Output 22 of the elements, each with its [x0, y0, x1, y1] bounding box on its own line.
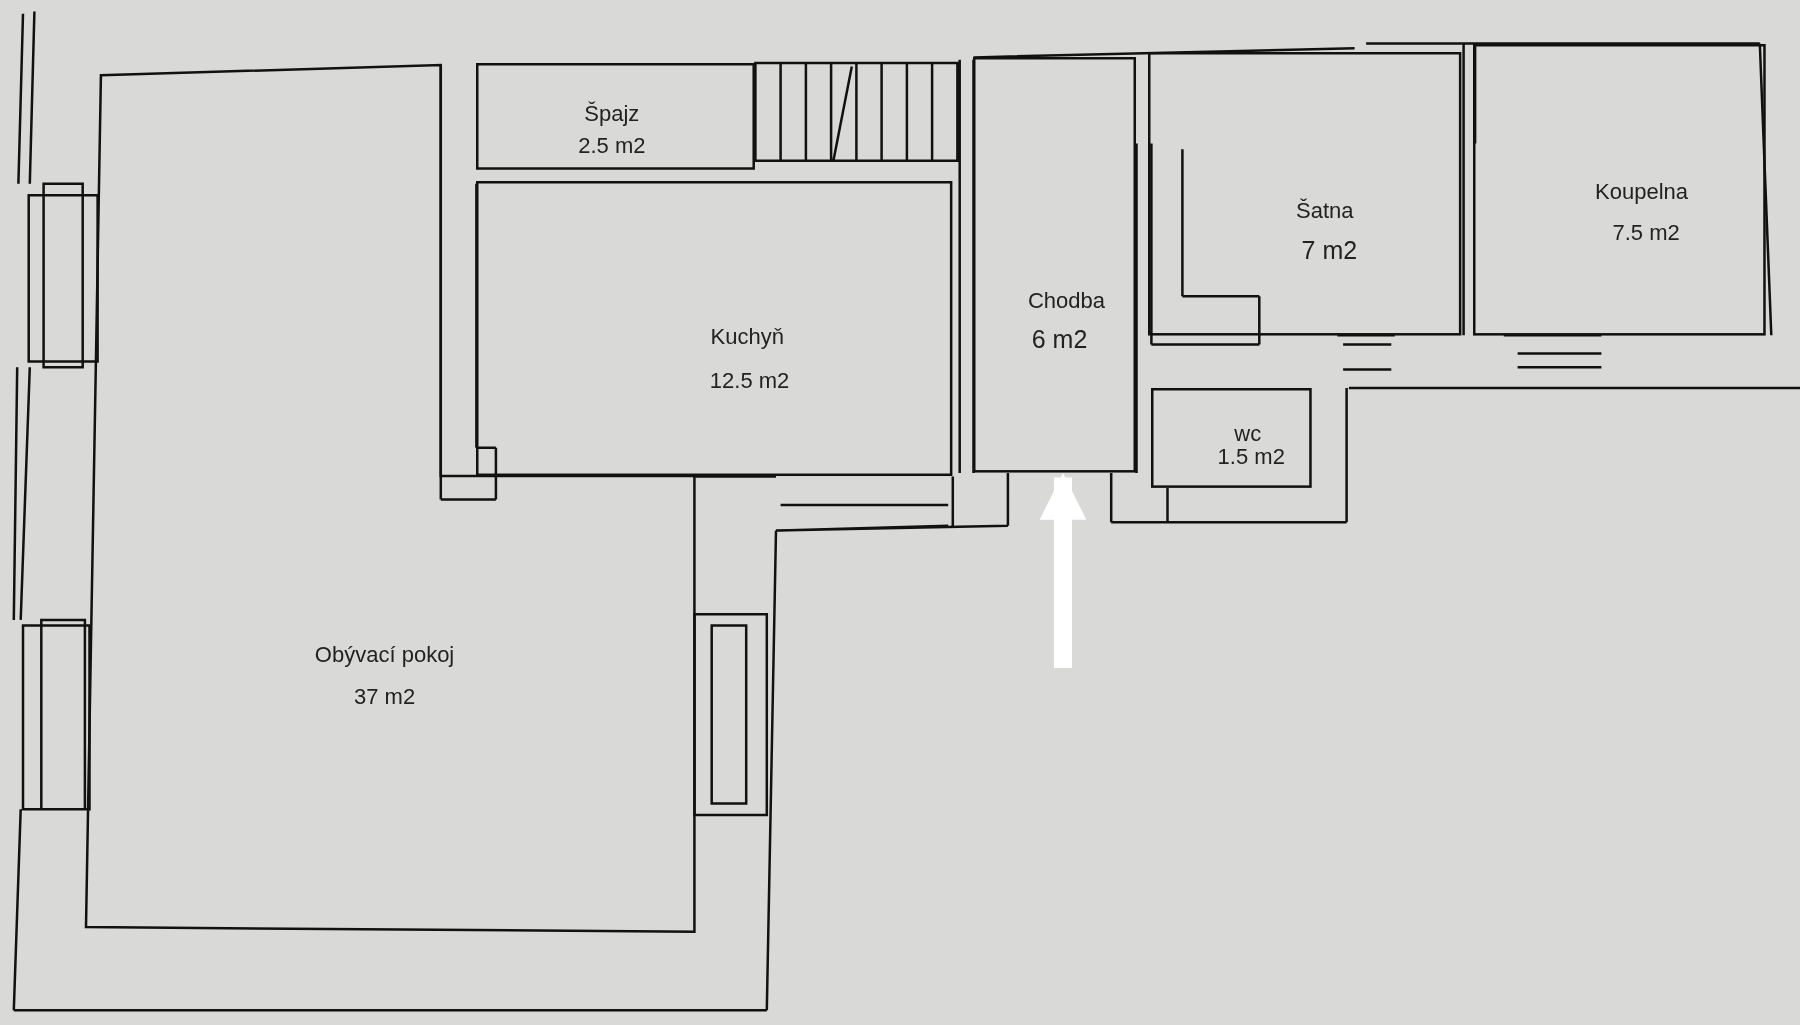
room [476, 63, 756, 170]
room-area: 12.5 m2 [709, 369, 790, 394]
room-name: Špajz [584, 101, 640, 126]
room-area: 37 m2 [354, 684, 416, 709]
room-area: 6 m2 [1031, 326, 1088, 354]
room [1147, 51, 1462, 336]
room [476, 181, 953, 477]
room-area: 7.5 m2 [1612, 220, 1680, 246]
room [86, 65, 695, 933]
room-name: wc [1234, 421, 1262, 446]
room [973, 57, 1137, 473]
room-area: 2.5 m2 [578, 133, 646, 158]
room-name: Chodba [1027, 288, 1105, 313]
room-area: 1.5 m2 [1217, 444, 1285, 469]
room-name: Kuchyň [710, 325, 784, 350]
room-area: 7 m2 [1301, 237, 1358, 266]
room-name: Šatna [1296, 199, 1354, 224]
room-name: Koupelna [1595, 179, 1689, 204]
entrance-arrow [1039, 472, 1087, 669]
room [1151, 388, 1313, 488]
room-name: Obývací pokoj [314, 643, 455, 668]
room [1472, 43, 1766, 336]
